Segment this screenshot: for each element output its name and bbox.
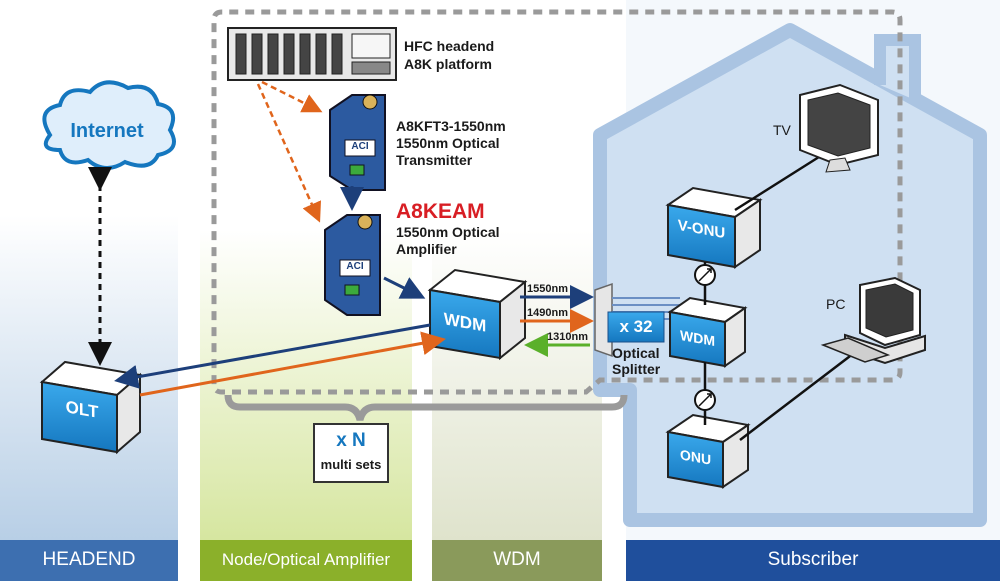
wl-1310-label: 1310nm [547,331,588,343]
splitter-line1: Optical [612,345,660,361]
headend-bar [0,540,178,581]
amp-badge: ACI [346,261,364,272]
amplifier-module [324,214,381,316]
hfc-line1: HFC headend [404,38,495,54]
internet-cloud [42,80,176,170]
hfc-line2: A8K platform [404,56,492,72]
amp-line2: 1550nm Optical [396,224,500,240]
rack-to-amp-arrow [256,83,321,223]
brace [224,394,628,421]
tx-line1: A8KFT3-1550nm [396,118,506,134]
section-headend: HEADEND [42,549,136,570]
splitter-count-label: x 32 [619,317,653,336]
wdm-to-olt-line [114,323,431,389]
node-bar [200,540,412,581]
connector-arrow-icon [698,393,712,407]
tx-line2: 1550nm Optical [396,135,500,151]
wl-1490-label: 1490nm [527,307,568,319]
tx-line3: Transmitter [396,152,473,168]
onu-box [665,413,751,489]
transmitter-module [329,94,386,191]
tx-badge: ACI [351,141,369,152]
wdm-home-box [667,296,748,368]
dashed-boundary [211,9,903,395]
multi-n-label: x N [336,430,366,451]
wdm-main-box [427,268,528,361]
splitter-line2: Splitter [612,361,661,377]
pc-label: PC [826,296,846,312]
rack-to-tx-arrow [261,80,323,113]
amp-title: A8KEAM [396,200,485,223]
multi-sets-label: multi sets [320,457,382,472]
wl-1550-label: 1550nm [527,283,568,295]
olt-to-wdm-line [139,331,446,397]
amp-line3: Amplifier [396,241,457,257]
tv-icon [799,83,879,173]
wdm-bar [432,540,602,581]
onu-pc-link [739,349,859,441]
subscriber-bar [626,540,1000,581]
house-outline [593,23,987,527]
connector-arrow-icon [698,268,712,282]
amp-to-wdm-arrow [383,276,426,299]
section-wdm: WDM [493,549,541,570]
internet-label: Internet [70,120,144,142]
section-subscriber: Subscriber [767,549,859,570]
tv-label: TV [773,122,791,138]
section-node-amp: Node/Optical Amplifier [221,550,391,569]
multi-sets-box [313,423,389,483]
vonu-tv-link [734,148,831,212]
hfc-rack [227,27,397,81]
pc-icon [820,276,926,365]
